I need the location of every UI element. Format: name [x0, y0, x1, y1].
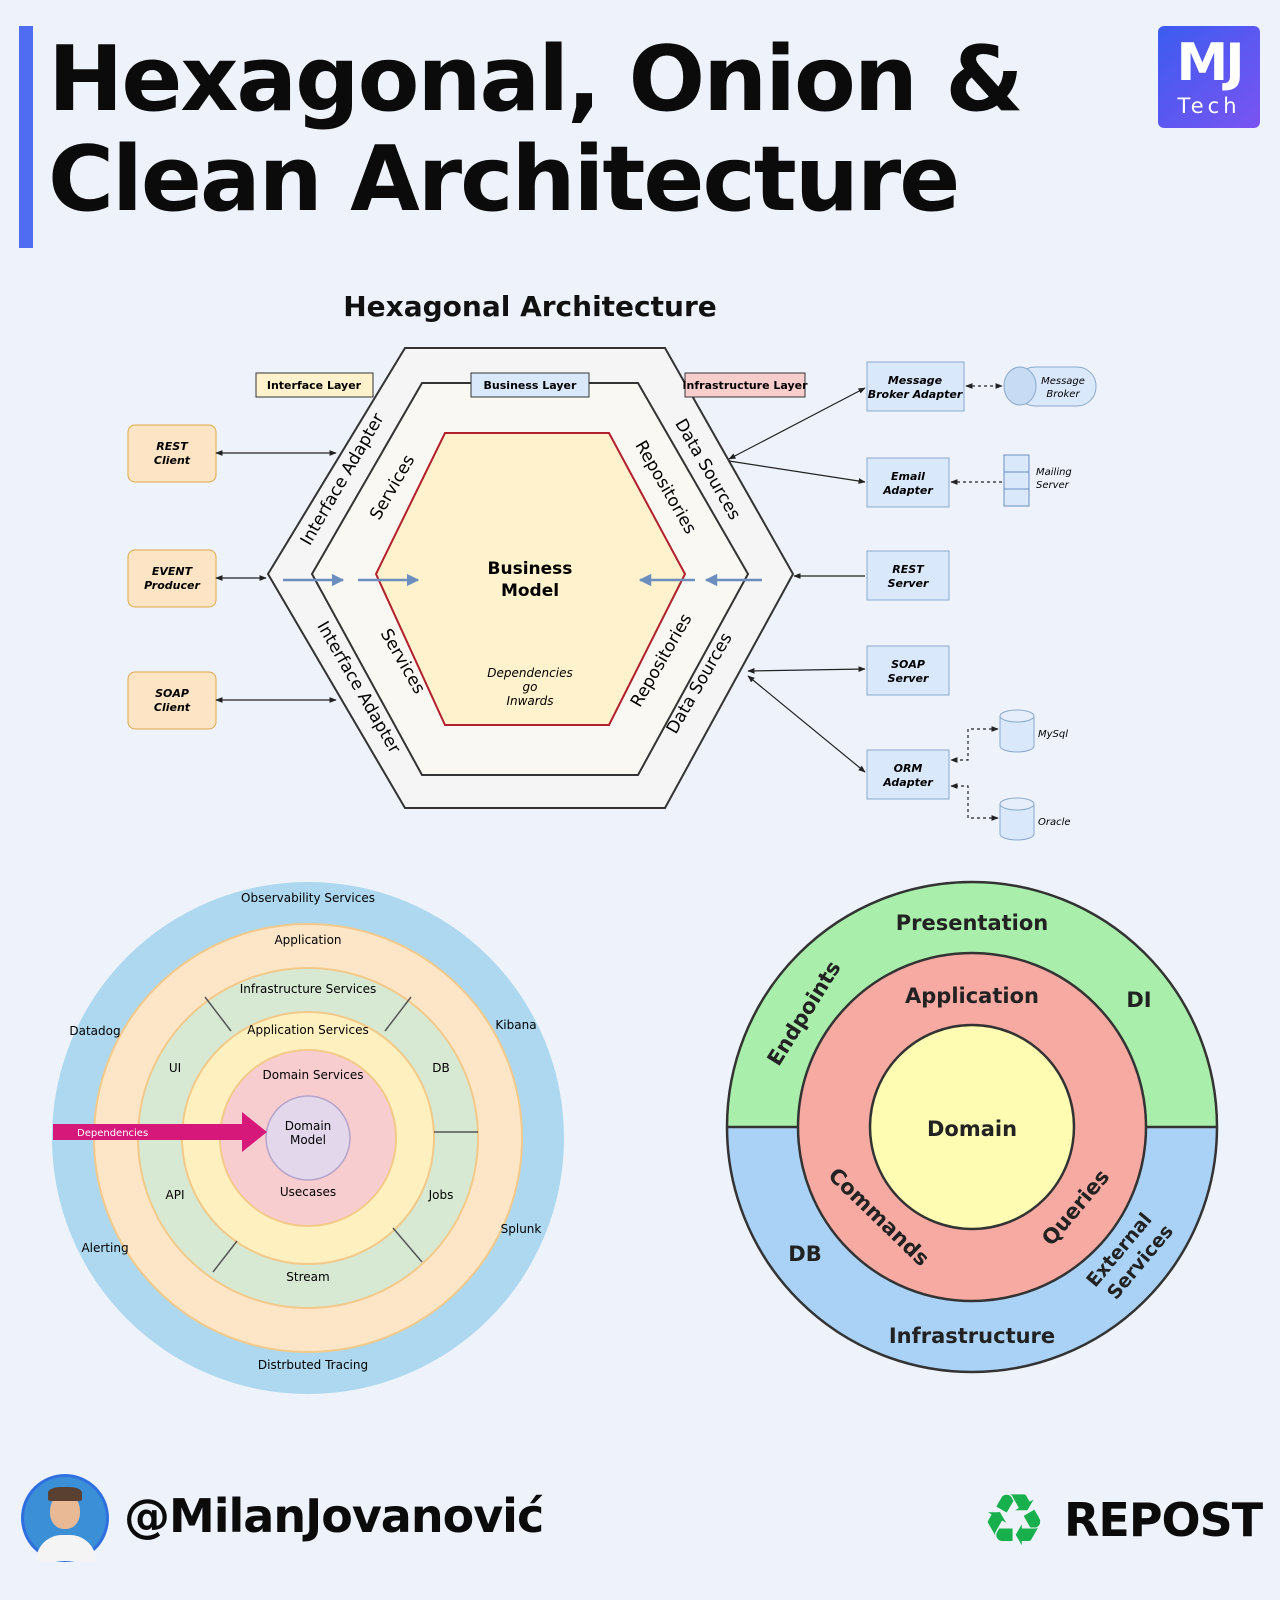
clean-db-label: DB — [788, 1242, 821, 1266]
onion-domain-model-line1: Domain — [285, 1119, 332, 1133]
message-broker-adapter-line2: Broker Adapter — [868, 388, 963, 401]
onion-kibana-label: Kibana — [495, 1018, 536, 1032]
dependencies-note-line3: Inwards — [506, 694, 553, 708]
interface-layer-label-box — [255, 372, 374, 398]
email-adapter-connector — [728, 460, 866, 484]
message-broker-queue-icon — [1003, 366, 1097, 407]
onion-observability-label: Observability Services — [241, 891, 375, 905]
onion-domain-services-label: Domain Services — [263, 1068, 364, 1082]
onion-alerting-label: Alerting — [81, 1241, 128, 1255]
avatar-hair — [48, 1487, 82, 1501]
onion-tracing-label: Distrbuted Tracing — [258, 1358, 368, 1372]
onion-diagram: Observability Services Application Infra… — [52, 882, 564, 1394]
message-broker-line2: Broker — [1046, 389, 1080, 400]
hexagonal-title: Hexagonal Architecture — [343, 290, 717, 323]
business-model-line1: Business — [488, 559, 573, 579]
oracle-database-icon — [999, 797, 1035, 841]
soap-client-line2: Client — [154, 701, 191, 714]
onion-api-label: API — [166, 1188, 185, 1202]
onion-splunk-label: Splunk — [501, 1222, 542, 1236]
onion-usecases-label: Usecases — [280, 1185, 336, 1199]
title-accent-bar — [19, 26, 33, 248]
onion-app-services-label: Application Services — [247, 1023, 368, 1037]
clean-infrastructure-label: Infrastructure — [889, 1324, 1055, 1348]
author-handle[interactable]: @MilanJovanović — [124, 1489, 544, 1543]
page-title: Hexagonal, Onion &Clean Architecture — [48, 27, 1024, 232]
event-producer-line2: Producer — [144, 579, 200, 592]
orm-adapter-line1: ORM — [894, 762, 923, 775]
oracle-label: Oracle — [1038, 817, 1071, 828]
onion-application-label: Application — [274, 933, 341, 947]
author-avatar — [21, 1474, 109, 1562]
repost-label[interactable]: REPOST — [1064, 1493, 1263, 1547]
business-layer-label: Business Layer — [484, 379, 577, 392]
rest-client-line1: REST — [156, 440, 189, 453]
business-model-line2: Model — [501, 581, 559, 601]
message-broker-adapter-line1: Message — [888, 374, 943, 387]
hexagonal-diagram: Hexagonal Architecture Interface Layer B… — [127, 290, 1097, 841]
title-line-2: Clean Architecture — [48, 127, 960, 232]
email-adapter-line2: Adapter — [882, 484, 933, 497]
mysql-link — [950, 726, 999, 763]
clean-presentation-label: Presentation — [896, 911, 1049, 935]
onion-dependencies-arrow — [53, 1112, 267, 1152]
recycle-icon[interactable]: ♻ — [981, 1478, 1047, 1562]
clean-domain-label: Domain — [927, 1117, 1017, 1141]
onion-datadog-label: Datadog — [69, 1024, 120, 1038]
hex-business-core — [374, 432, 687, 726]
mailing-server-line1: Mailing — [1036, 467, 1072, 478]
oracle-link — [950, 783, 999, 821]
clean-di-label: DI — [1126, 988, 1151, 1012]
message-broker-line1: Message — [1041, 376, 1085, 387]
mj-tech-logo: MJ Tech — [1158, 26, 1260, 128]
onion-dependencies-label: Dependencies — [77, 1128, 148, 1139]
email-adapter-line1: Email — [891, 470, 925, 483]
orm-adapter-line2: Adapter — [882, 776, 933, 789]
mysql-label: MySql — [1038, 729, 1068, 740]
email-adapter-box — [866, 457, 950, 508]
soap-server-line2: Server — [888, 672, 929, 685]
message-broker-adapter-box — [866, 361, 965, 412]
mailing-server-icon — [1003, 454, 1030, 507]
rest-server-box — [866, 550, 950, 601]
business-layer-label-box — [470, 372, 590, 398]
onion-divider-4 — [212, 1240, 238, 1273]
logo-mj: MJ — [1176, 33, 1244, 93]
rest-server-line2: Server — [888, 577, 929, 590]
event-producer-line1: EVENT — [152, 565, 194, 578]
soap-client-line1: SOAP — [155, 687, 189, 700]
avatar-shirt — [36, 1535, 96, 1561]
clean-application-label: Application — [905, 984, 1039, 1008]
title-line-1: Hexagonal, Onion & — [48, 27, 1024, 132]
infrastructure-layer-label: Infrastructure Layer — [682, 379, 808, 392]
clean-diagram: Presentation Endpoints DI Application Do… — [725, 880, 1219, 1374]
dependencies-note-line1: Dependencies — [487, 666, 572, 680]
onion-divider-1 — [204, 996, 232, 1032]
orm-adapter-box — [866, 749, 950, 800]
clean-domain-core — [868, 1023, 1076, 1231]
rest-server-line1: REST — [892, 563, 925, 576]
onion-divider-2 — [384, 996, 412, 1032]
interface-layer-label: Interface Layer — [267, 379, 362, 392]
onion-infra-services-label: Infrastructure Services — [240, 982, 377, 996]
onion-domain-model-line2: Model — [290, 1133, 326, 1147]
soap-server-connector — [747, 666, 866, 674]
soap-server-line1: SOAP — [891, 658, 925, 671]
onion-divider-5 — [392, 1227, 423, 1263]
mailing-server-line2: Server — [1036, 480, 1070, 491]
onion-jobs-label: Jobs — [428, 1188, 454, 1202]
onion-domain-model-core — [265, 1095, 351, 1181]
onion-ui-label: UI — [169, 1061, 181, 1075]
orm-adapter-connector — [747, 675, 866, 773]
onion-stream-label: Stream — [286, 1270, 329, 1284]
rest-client-line2: Client — [154, 454, 191, 467]
mysql-database-icon — [999, 709, 1035, 753]
broker-adapter-connector — [728, 387, 866, 460]
soap-server-box — [866, 645, 950, 696]
logo-tech: Tech — [1177, 94, 1241, 118]
onion-db-label: DB — [432, 1061, 449, 1075]
dependencies-note-line2: go — [523, 680, 538, 694]
